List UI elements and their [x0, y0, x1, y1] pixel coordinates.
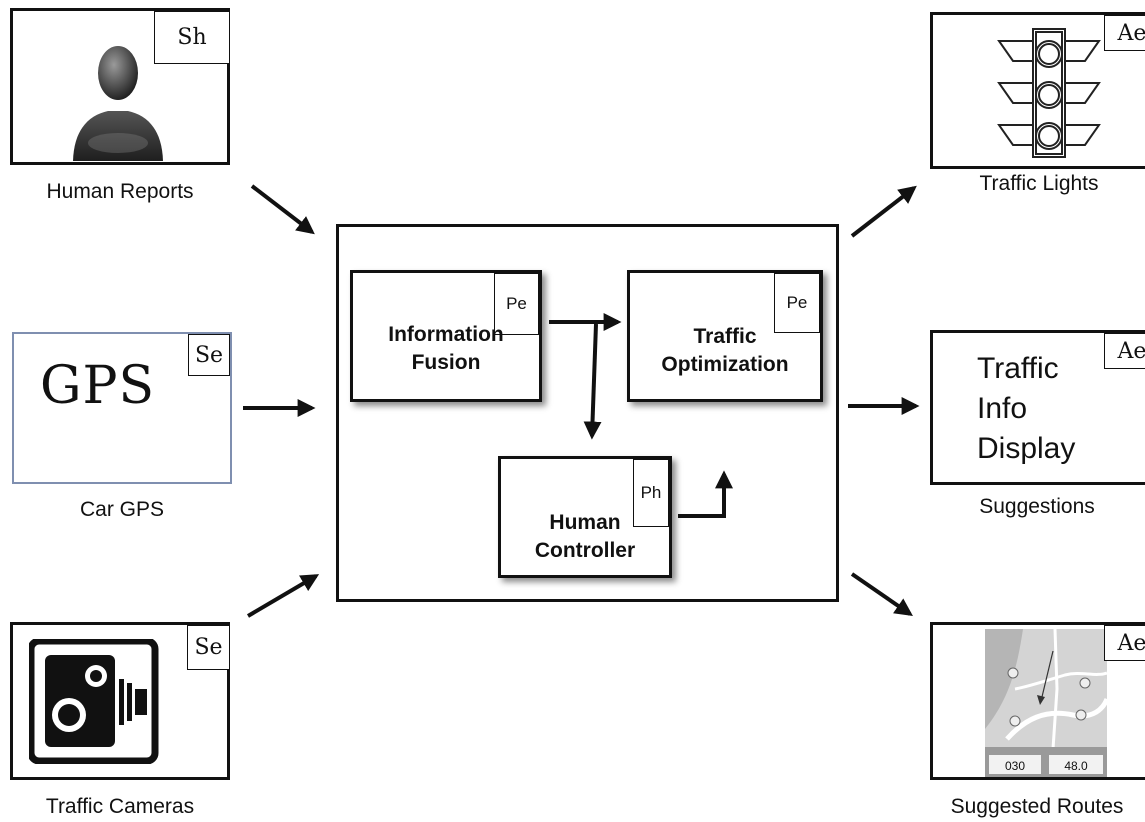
arrow-system-to-routes	[850, 572, 913, 617]
information-fusion-label: Information Fusion	[353, 321, 539, 377]
human-controller-line1: Human	[549, 511, 621, 534]
person-icon	[73, 46, 163, 161]
car-gps-caption: Car GPS	[79, 498, 165, 521]
information-fusion-module: Pe Information Fusion	[350, 270, 542, 402]
traffic-optimization-line2: Optimization	[661, 353, 789, 376]
map-speed-value: 48.0	[1064, 759, 1088, 773]
human-reports-box: Sh	[10, 8, 230, 165]
traffic-light-icon	[997, 28, 1101, 158]
human-controller-module: Ph Human Controller	[498, 456, 672, 578]
traffic-lights-tag: Ae	[1104, 15, 1145, 51]
suggestions-tag: Ae	[1104, 333, 1145, 369]
traffic-lights-box: Ae	[930, 12, 1145, 169]
human-reports-caption: Human Reports	[46, 180, 194, 203]
display-line-1: Traffic	[977, 352, 1059, 385]
traffic-optimization-label: Traffic Optimization	[630, 323, 820, 379]
information-fusion-line2: Fusion	[411, 351, 481, 374]
traffic-info-display-text: Traffic Info Display	[977, 349, 1075, 469]
human-controller-label: Human Controller	[501, 509, 669, 565]
arrow-cameras-to-system	[246, 574, 320, 618]
display-line-2: Info	[977, 392, 1028, 425]
car-gps-tag: Se	[188, 334, 230, 376]
information-fusion-line1: Information	[388, 323, 504, 346]
arrow-fusion-to-controller	[583, 323, 602, 440]
human-controller-tag: Ph	[633, 459, 669, 527]
traffic-lights-caption: Traffic Lights	[979, 172, 1099, 195]
arrow-controller-to-optimization	[678, 470, 733, 518]
arrow-system-to-traffic-lights	[850, 185, 917, 238]
speed-camera-icon	[29, 639, 159, 764]
information-fusion-tag: Pe	[494, 273, 539, 335]
gps-logo-text: GPS	[40, 356, 156, 416]
human-reports-tag: Sh	[154, 11, 230, 64]
display-line-3: Display	[977, 432, 1076, 465]
traffic-cameras-box: Se	[10, 622, 230, 780]
map-heading-value: 030	[1005, 759, 1025, 773]
traffic-cameras-caption: Traffic Cameras	[45, 795, 195, 818]
traffic-optimization-tag: Pe	[774, 273, 820, 333]
car-gps-box: GPS Se	[12, 332, 232, 484]
arrow-human-reports-to-system	[250, 184, 315, 235]
route-map-icon: 030 48.0	[985, 629, 1107, 777]
suggested-routes-tag: Ae	[1104, 625, 1145, 661]
human-controller-line2: Controller	[534, 539, 636, 562]
traffic-optimization-line1: Traffic	[693, 325, 757, 348]
traffic-optimization-module: Pe Traffic Optimization	[627, 270, 823, 402]
suggested-routes-box: 030 48.0 Ae	[930, 622, 1145, 780]
traffic-cameras-tag: Se	[187, 625, 230, 670]
suggestions-caption: Suggestions	[979, 495, 1095, 518]
suggested-routes-caption: Suggested Routes	[950, 795, 1124, 818]
traffic-info-display-box: Traffic Info Display Ae	[930, 330, 1145, 485]
